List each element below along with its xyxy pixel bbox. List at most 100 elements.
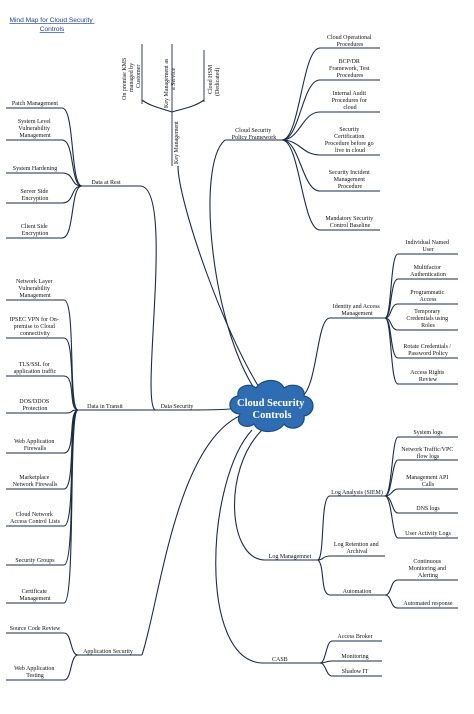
iam-child-3[interactable]: Programmatic Access	[410, 290, 446, 303]
transit-child-4[interactable]: DOS/DDOS Protection	[19, 399, 51, 412]
label-line: Automation	[343, 589, 372, 595]
key-management-child-1[interactable]: On premise KMS managed by Customer	[122, 56, 142, 100]
label-line: Procedures	[337, 73, 364, 79]
data-in-transit-label[interactable]: Data in Transit	[87, 404, 123, 410]
transit-child-1[interactable]: Network Layer Vulnerability Management	[16, 279, 54, 299]
branch-data-security-label[interactable]: Data Security	[161, 404, 194, 410]
connector-center-to-iam	[299, 317, 331, 399]
casb-child-1[interactable]: Access Broker	[337, 634, 372, 640]
casb-child-3[interactable]: Shadow IT	[342, 669, 369, 675]
connector-iam-child-1	[384, 253, 399, 319]
branch-casb-label[interactable]: CASB	[272, 657, 288, 663]
label-line: Management	[19, 133, 51, 139]
label-line: DOS/DDOS	[19, 399, 49, 405]
iam-child-4[interactable]: Temporary Credentials using Roles	[406, 309, 449, 329]
analysis-child-1[interactable]: System logs	[413, 430, 443, 436]
connector-log-to-retention	[317, 555, 331, 561]
framework-child-5[interactable]: Security Incident Management Procedure	[329, 170, 372, 190]
analysis-child-3[interactable]: Management API Calls	[406, 475, 450, 488]
label-line: live in cloud	[335, 148, 365, 154]
app-child-1[interactable]: Source Code Review	[10, 626, 61, 632]
transit-child-2[interactable]: IPSEC VPN for On- premise to Cloud conne…	[10, 316, 61, 337]
transit-child-3[interactable]: TLS/SSL for application traffic	[14, 361, 57, 375]
label-line: Access	[420, 297, 438, 303]
framework-child-1[interactable]: Cloud Operational Procedures	[327, 35, 373, 48]
branch-app-security-label[interactable]: Application Security	[83, 649, 133, 655]
center-title: Cloud Security Controls	[237, 398, 307, 421]
connector-automation-child-1	[384, 579, 399, 596]
transit-child-6[interactable]: Marketplace Network Firewalls	[13, 475, 58, 488]
label-line: Data in Transit	[87, 404, 123, 410]
analysis-child-2[interactable]: Network Traffic/VPC flow logs	[401, 446, 455, 460]
transit-child-5[interactable]: Web Application Firewalls	[14, 439, 56, 452]
branch-iam-label[interactable]: Identity and Access Management	[333, 304, 382, 317]
label-line: TLS/SSL for	[19, 361, 50, 368]
branch-log-management-label[interactable]: Log Managemnet	[269, 554, 312, 560]
framework-child-4[interactable]: Security Certification Procedure before …	[325, 127, 375, 154]
transit-child-7[interactable]: Cloud Network Access Control Lists	[10, 512, 61, 525]
analysis-child-5[interactable]: User Activity Logs	[405, 531, 451, 537]
rest-child-5[interactable]: Client Side Encryption	[21, 224, 49, 237]
label-line: Web Application	[14, 439, 54, 445]
transit-child-8[interactable]: Security Groups	[15, 558, 55, 564]
log-analysis-label[interactable]: Log Analysis (SIEM)	[331, 489, 383, 496]
label-line: Management API	[406, 475, 448, 481]
label-line: a Service	[171, 68, 177, 90]
log-retention-label[interactable]: Log Retention and Archival	[334, 542, 380, 555]
label-line: Individual Named	[406, 240, 450, 246]
branch-key-management-label[interactable]: Key Management	[174, 121, 180, 164]
label-line: Identity and Access	[333, 304, 381, 310]
automation-child-2[interactable]: Automated response	[403, 601, 452, 607]
label-line: Control Baseline	[330, 223, 371, 229]
automation-label[interactable]: Automation	[343, 589, 372, 595]
connector-iam-child-2	[384, 278, 399, 319]
connector-iam-child-3	[384, 303, 399, 319]
key-management-child-2[interactable]: Key Management as a Service	[164, 57, 177, 108]
center-cloud[interactable]: Cloud Security Controls	[229, 379, 314, 433]
label-line: Log Managemnet	[269, 554, 312, 560]
connector-transit-child-5	[63, 409, 79, 454]
iam-child-1[interactable]: Individual Named User	[406, 240, 451, 253]
framework-child-3[interactable]: Internal Audit Procedures for cloud	[332, 91, 369, 111]
iam-child-6[interactable]: Access Rights Review	[410, 370, 446, 383]
rest-child-4[interactable]: Server Side Encryption	[20, 189, 49, 202]
automation-child-1[interactable]: Continuous Monitoring and Alerting	[409, 559, 448, 579]
analysis-child-4[interactable]: DNS logs	[416, 506, 440, 512]
label-line: User Activity Logs	[405, 531, 451, 537]
label-line: Framework, Test	[329, 66, 370, 72]
label-line: System Hardening	[13, 166, 58, 172]
framework-child-2[interactable]: BCP/DR Framework, Test Procedures	[329, 59, 371, 79]
casb-child-2[interactable]: Monitoring	[341, 654, 368, 660]
framework-child-6[interactable]: Mandatory Security Control Baseline	[325, 216, 374, 229]
label-line: System logs	[413, 430, 443, 436]
data-at-rest-label[interactable]: Data at Rest	[91, 180, 121, 186]
label-line: Testing	[26, 673, 44, 679]
rest-child-1[interactable]: Patch Management	[12, 101, 58, 107]
label-line: Log Retention and	[334, 542, 379, 548]
connector-analysis-child-1	[384, 436, 399, 497]
connector-log-to-automation	[317, 559, 331, 596]
iam-child-2[interactable]: Multifactor Authentication	[410, 264, 446, 278]
connector-key-management-to-child-1	[141, 99, 173, 113]
map-title[interactable]: Mind Map for Cloud Security Controls	[9, 17, 94, 33]
connector-key-management-to-child-3	[171, 99, 205, 113]
iam-child-5[interactable]: Rotate Credentials / Password Policy	[403, 344, 452, 357]
label-line: Automated response	[403, 601, 452, 607]
label-line: Calls	[422, 482, 435, 488]
label-line: Temporary	[414, 309, 440, 315]
rest-child-2[interactable]: System Level Vulnerability Management	[18, 119, 52, 139]
connector-lines	[6, 44, 458, 681]
app-child-2[interactable]: Web Application Testing	[14, 666, 56, 679]
label-line: Certificate	[22, 588, 48, 595]
branch-framework-label[interactable]: Cloud Security Policy Framework	[232, 128, 277, 141]
label-line: Encryption	[22, 196, 49, 202]
label-line: connectivity	[20, 331, 50, 337]
label-line: Multifactor	[414, 264, 441, 271]
rest-child-3[interactable]: System Hardening	[13, 166, 58, 172]
label-line: Patch Management	[12, 101, 58, 107]
label-line: cloud	[343, 105, 356, 111]
key-management-child-3[interactable]: Cloud HSM (Dedicated)	[208, 63, 221, 96]
connector-casb-child-3	[319, 662, 333, 677]
transit-child-9[interactable]: Certificate Management	[19, 588, 51, 602]
